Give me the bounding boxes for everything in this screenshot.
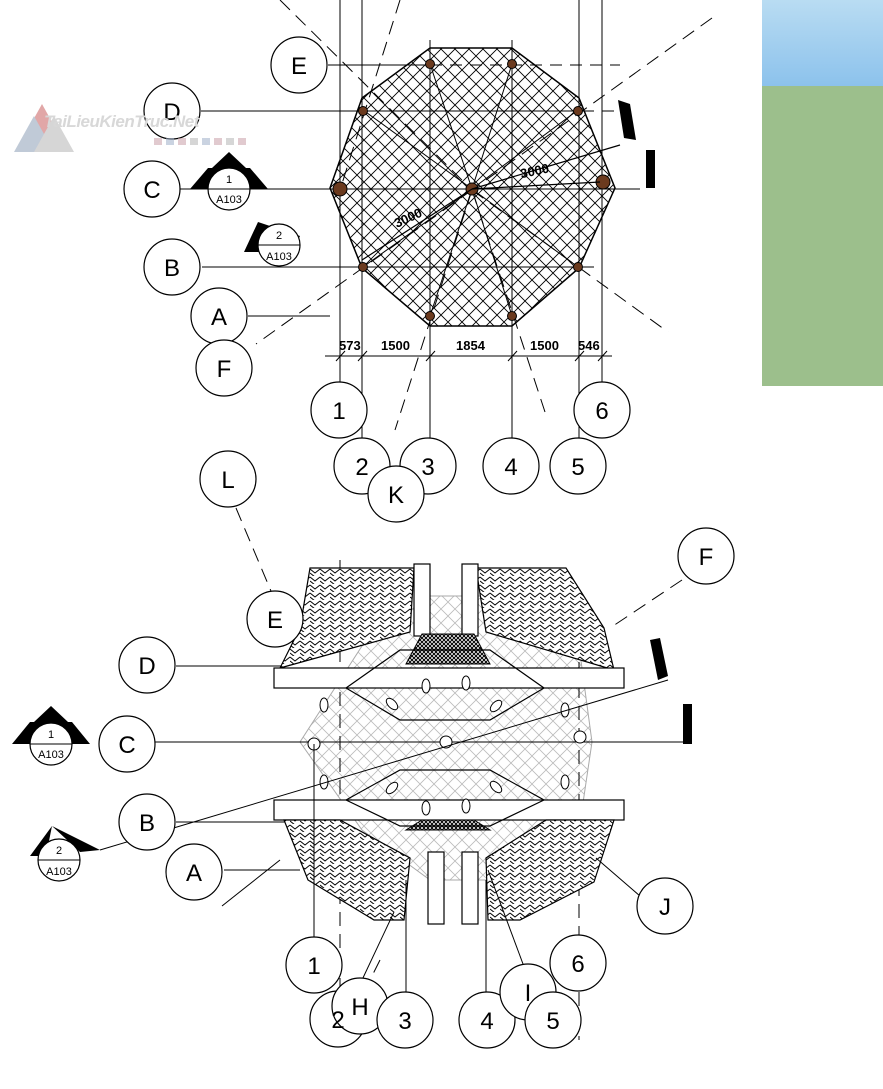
column-markers [332,59,611,321]
grid-bubble-D: D [163,99,180,126]
grid-bubble-A: A [211,304,227,331]
dimension-4: 1500 [530,338,559,353]
dimension-5: 546 [578,338,600,353]
section-tag-1-upper: 1 A103 [190,152,268,211]
upper-plan: 3000 3000 573 1500 1854 1500 546 [123,0,713,495]
grid-bubble-L: L [221,467,234,494]
grid-bubble-5: 5 [571,454,584,481]
grid-bubble-F-lower: F [699,544,714,571]
svg-text:1: 1 [48,729,54,741]
svg-text:A103: A103 [216,194,242,206]
watermark-logo [14,104,246,152]
sky-swatch [762,0,883,86]
grid-bubble-1: 1 [332,398,345,425]
grid-bubble-6-lower: 6 [571,951,584,978]
grid-bubble-6: 6 [595,398,608,425]
grid-bubble-B-lower: B [139,810,155,837]
svg-text:2: 2 [56,845,62,857]
svg-text:A103: A103 [38,749,64,761]
grid-bubble-A-lower: A [186,860,202,887]
grid-bubble-D-lower: D [138,653,155,680]
grid-bubble-2: 2 [355,454,368,481]
grid-bubble-B: B [164,255,180,282]
grid-bubble-H: H [351,994,368,1021]
grid-bubble-4-lower: 4 [480,1008,493,1035]
grid-bubble-5-lower: 5 [546,1008,559,1035]
radius-label-right: 3000 [519,160,550,181]
section-tag-2-upper: 2 A103 [244,222,301,267]
grid-bubble-1-lower: 1 [307,953,320,980]
grid-bubble-2-lower: 2 [331,1007,344,1034]
dimension-1: 573 [339,338,361,353]
grid-bubble-K: K [388,482,404,509]
svg-text:A103: A103 [266,251,292,263]
grid-bubble-3: 3 [421,454,434,481]
grid-bubble-4: 4 [504,454,517,481]
section-tag-1-lower: 1 A103 [12,706,90,766]
dimension-2: 1500 [381,338,410,353]
grid-bubble-3-lower: 3 [398,1008,411,1035]
grid-bubble-C-lower: C [118,732,135,759]
grass-swatch [762,86,883,386]
grid-bubble-I: I [525,980,532,1007]
grid-bubble-J: J [659,894,671,921]
grid-bubble-E-lower: E [267,607,283,634]
svg-text:1: 1 [226,174,232,186]
grid-bubble-E: E [291,53,307,80]
section-tag-2-lower: 2 A103 [30,826,100,882]
watermark-text: TaiLieuKienTruc.Net [44,112,199,131]
grid-bubble-C: C [143,177,160,204]
svg-text:2: 2 [276,230,282,242]
grid-bubble-F: F [217,356,232,383]
lower-plan: L K F E D C B A J 1 2 H 3 4 I 5 6 1 A103 [12,450,735,1049]
dimension-3: 1854 [456,338,486,353]
svg-text:A103: A103 [46,866,72,878]
